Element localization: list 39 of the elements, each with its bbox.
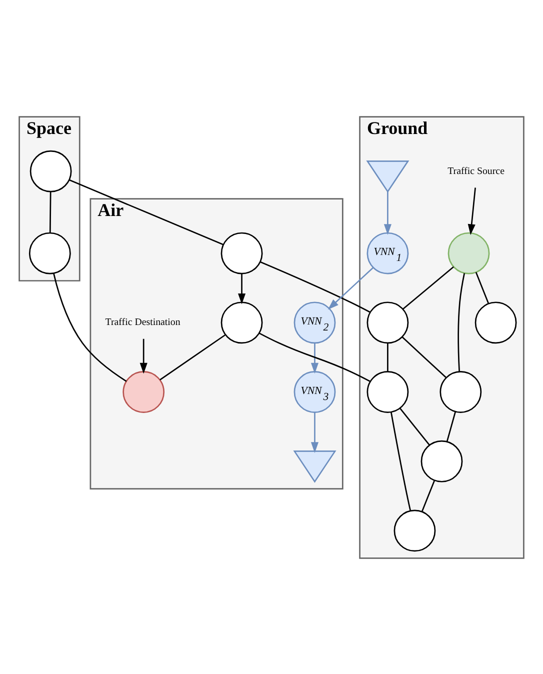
node-circle [474,301,517,344]
connector [160,334,226,380]
arrow [310,412,319,452]
node-triangle [293,450,336,482]
node-circle [366,370,409,412]
arrow [328,266,374,310]
arrow [238,273,246,304]
connector [387,342,388,372]
node-circle [220,232,263,274]
cluster: Space [18,116,80,281]
connector [260,260,370,312]
connector [402,336,446,378]
node-text: Traffic Destination [105,316,180,328]
connector [258,332,371,382]
connector [446,411,456,442]
node-triangle [366,160,410,192]
node-circle [30,150,72,192]
node-circle [220,301,263,344]
node-text: Traffic Source [448,165,504,176]
arrow [468,187,476,235]
node-circle [366,301,409,344]
node-circle [420,440,463,482]
connector [390,411,412,510]
connector [49,191,52,232]
connector [458,272,466,372]
arrow [384,191,392,234]
connector [402,266,454,310]
connector [399,407,430,445]
connector [421,480,436,512]
node-circle [394,509,436,552]
connector [475,272,490,304]
node-circle [122,370,165,412]
connector [69,178,224,245]
node-circle [28,232,71,274]
node-circle [448,232,490,274]
arrow [140,338,148,374]
arrow [310,342,319,374]
connector [53,272,127,382]
node-circle [440,370,482,412]
